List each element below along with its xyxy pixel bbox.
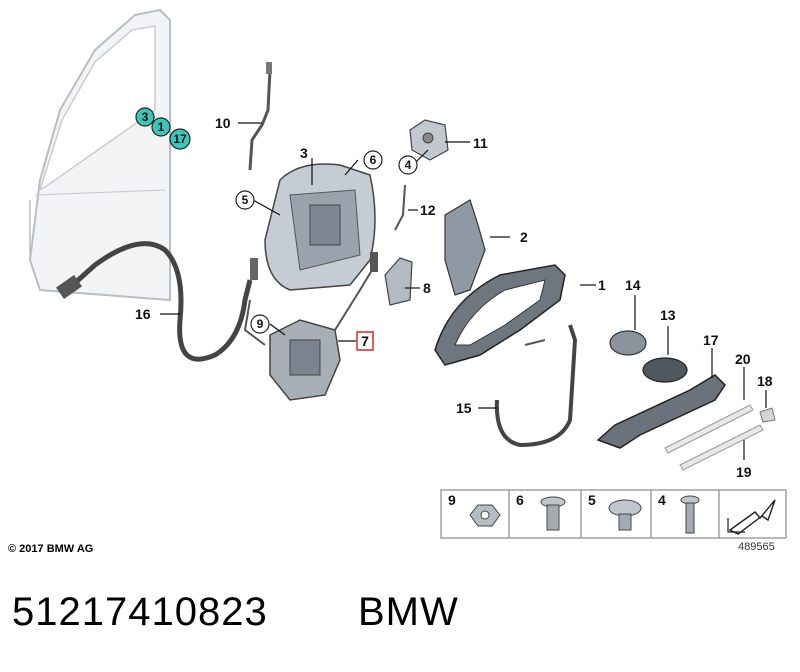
part-12-rod [394,184,406,231]
door-outline [28,8,171,302]
part-1-handle-carrier [434,264,566,366]
part-7-lock-mechanism [243,264,376,401]
door-marker-17[interactable]: 17 [169,128,191,150]
part-16-cable [55,241,253,362]
svg-text:6: 6 [516,492,524,508]
part-14-cap [609,330,647,356]
callout-11[interactable]: 11 [473,135,488,151]
svg-text:4: 4 [405,158,412,172]
part-18-clip [759,407,776,423]
part-3-lock-housing [250,163,378,291]
callout-17[interactable]: 17 [703,332,719,348]
hardware-cell-4-bolt[interactable]: 4 [658,492,700,534]
hardware-cell-9-nut[interactable]: 9 [448,492,501,527]
svg-text:3: 3 [142,110,149,124]
image-number: 489565 [738,541,775,553]
hardware-cell-5-screw[interactable]: 5 [588,492,642,531]
part-13-cover [642,357,688,383]
door-marker-3[interactable]: 3 [135,107,155,127]
callout-6[interactable]: 6 [363,150,383,170]
callout-2[interactable]: 2 [520,229,528,245]
callout-18[interactable]: 18 [757,373,773,389]
part-number: 51217410823 [12,590,268,634]
callout-19[interactable]: 19 [736,464,752,480]
callout-7-highlighted[interactable]: 7 [356,331,374,351]
svg-text:6: 6 [370,153,377,167]
brand-name: BMW [358,590,459,634]
part-17-door-handle [596,374,726,449]
part-19-trim [679,424,764,471]
callout-5[interactable]: 5 [235,190,255,210]
callout-10[interactable]: 10 [215,115,231,131]
svg-text:9: 9 [257,317,264,331]
callout-4[interactable]: 4 [398,155,418,175]
svg-text:7: 7 [361,333,369,349]
callout-9[interactable]: 9 [250,314,270,334]
part-20-trim [664,404,754,454]
table-arrow-icon [727,499,776,535]
callout-12[interactable]: 12 [420,202,436,218]
callout-20[interactable]: 20 [735,351,751,367]
callout-16[interactable]: 16 [135,306,151,322]
callout-14[interactable]: 14 [625,277,641,293]
svg-text:17: 17 [173,132,187,146]
copyright-text: © 2017 BMW AG [8,543,94,555]
svg-text:9: 9 [448,492,456,508]
callout-1[interactable]: 1 [598,277,606,293]
part-2-bracket [444,199,486,296]
hardware-table: 9 6 5 4 [440,489,787,539]
svg-text:5: 5 [588,492,596,508]
callout-15[interactable]: 15 [456,400,472,416]
svg-text:5: 5 [242,193,249,207]
svg-text:1: 1 [158,120,165,134]
part-10-rod [248,62,272,171]
part-8-bracket [384,257,413,306]
callout-13[interactable]: 13 [660,307,676,323]
door-marker-1[interactable]: 1 [151,117,171,137]
part-15-cable [494,324,578,448]
hardware-cell-6-screw[interactable]: 6 [516,492,566,531]
leader-lines [160,122,767,460]
part-11-striker [409,119,449,161]
callout-8[interactable]: 8 [423,280,431,296]
svg-text:4: 4 [658,492,666,508]
callout-3[interactable]: 3 [300,145,308,161]
